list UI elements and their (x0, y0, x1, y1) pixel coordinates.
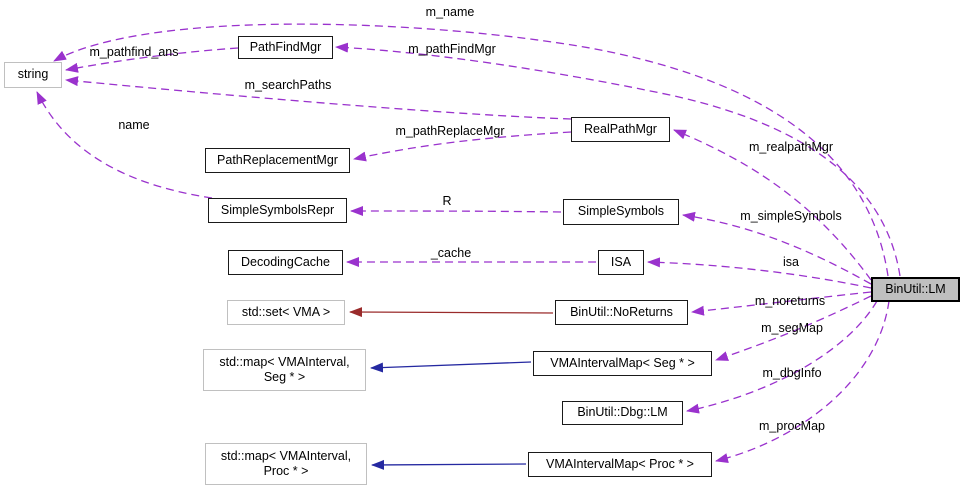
edge-m-realpathmgr (673, 129, 872, 281)
edge-m-segmap (715, 295, 872, 361)
node-vmaintervalmap-proc-label: VMAIntervalMap< Proc * > (546, 456, 694, 471)
edge-label-m-searchpaths: m_searchPaths (244, 78, 332, 92)
edge-m-pathfind-ans (65, 47, 239, 73)
edge-label-name: name (118, 118, 150, 132)
edge-m-procmap (715, 300, 890, 463)
node-binutil-dbg-lm[interactable]: BinUtil::Dbg::LM (562, 401, 683, 425)
node-simplesymbolsrepr[interactable]: SimpleSymbolsRepr (208, 198, 347, 223)
node-std-set-vma: std::set< VMA > (227, 300, 345, 325)
node-vmaintervalmap-seg[interactable]: VMAIntervalMap< Seg * > (533, 351, 712, 376)
node-std-map-seg-line2: Seg * > (263, 370, 306, 384)
edge-m-pathfindmgr (335, 42, 901, 277)
edge-label-m-realpathmgr: m_realpathMgr (748, 140, 834, 154)
node-binutil-noreturns-label: BinUtil::NoReturns (570, 304, 673, 319)
node-simplesymbolsrepr-label: SimpleSymbolsRepr (220, 202, 335, 217)
node-simplesymbols-label: SimpleSymbols (577, 204, 665, 219)
edge-m-noreturns (691, 291, 872, 316)
node-realpathmgr[interactable]: RealPathMgr (571, 117, 670, 142)
edge-m-pathreplacemgr (353, 131, 572, 162)
edge-label-m-pathfind-ans: m_pathfind_ans (89, 45, 179, 59)
edge-m-name (53, 23, 889, 277)
edge-label-isa: isa (783, 255, 799, 269)
edge-label-m-noreturns: m_noreturns (754, 294, 826, 308)
node-std-map-proc-line2: Proc * > (263, 464, 309, 478)
node-pathfindmgr-label: PathFindMgr (249, 39, 322, 54)
node-std-map-proc: std::map< VMAInterval, Proc * > (205, 443, 367, 485)
edge-label-cache: _cache (430, 246, 472, 260)
edge-procintervalmap-inherits-map (371, 459, 527, 470)
node-decodingcache[interactable]: DecodingCache (228, 250, 343, 275)
node-pathreplacementmgr-label: PathReplacementMgr (217, 152, 338, 167)
node-isa-label: ISA (610, 254, 632, 269)
node-decodingcache-label: DecodingCache (241, 254, 330, 269)
edge-label-m-pathreplacemgr: m_pathReplaceMgr (395, 124, 505, 138)
node-std-set-vma-label: std::set< VMA > (241, 304, 331, 319)
edge-m-simplesymbols (682, 211, 872, 285)
node-simplesymbols[interactable]: SimpleSymbols (563, 199, 679, 225)
node-pathreplacementmgr[interactable]: PathReplacementMgr (205, 148, 350, 173)
node-vmaintervalmap-seg-label: VMAIntervalMap< Seg * > (550, 355, 695, 370)
edge-label-m-simplesymbols: m_simpleSymbols (740, 209, 842, 223)
edge-label-m-segmap: m_segMap (761, 321, 823, 335)
edge-label-r: R (442, 194, 452, 208)
edge-label-m-procmap: m_procMap (759, 419, 825, 433)
node-binutil-noreturns[interactable]: BinUtil::NoReturns (555, 300, 688, 325)
edge-m-dbginfo (686, 300, 878, 414)
node-binutil-dbg-lm-label: BinUtil::Dbg::LM (577, 405, 668, 420)
edge-label-m-pathfindmgr: m_pathFindMgr (408, 42, 496, 56)
node-vmaintervalmap-proc[interactable]: VMAIntervalMap< Proc * > (528, 452, 712, 477)
edge-isa (647, 257, 872, 289)
node-std-map-seg: std::map< VMAInterval, Seg * > (203, 349, 366, 391)
node-binutil-lm-label: BinUtil::LM (885, 281, 946, 296)
edge-r (350, 206, 562, 217)
node-string: string (4, 62, 62, 88)
node-std-map-proc-line1: std::map< VMAInterval, (220, 448, 352, 463)
edge-segintervalmap-inherits-map (370, 361, 532, 373)
node-string-label: string (17, 67, 49, 82)
edge-name (36, 91, 213, 199)
node-pathfindmgr[interactable]: PathFindMgr (238, 36, 333, 59)
edge-noreturns-inherits-set (349, 307, 554, 318)
node-realpathmgr-label: RealPathMgr (584, 121, 657, 136)
edge-m-searchpaths (65, 76, 572, 120)
node-std-map-seg-line1: std::map< VMAInterval, (219, 354, 350, 369)
node-binutil-lm: BinUtil::LM (871, 277, 960, 302)
node-isa[interactable]: ISA (598, 250, 644, 275)
edge-label-m-name: m_name (425, 5, 475, 19)
edge-label-m-dbginfo: m_dbgInfo (762, 366, 822, 380)
